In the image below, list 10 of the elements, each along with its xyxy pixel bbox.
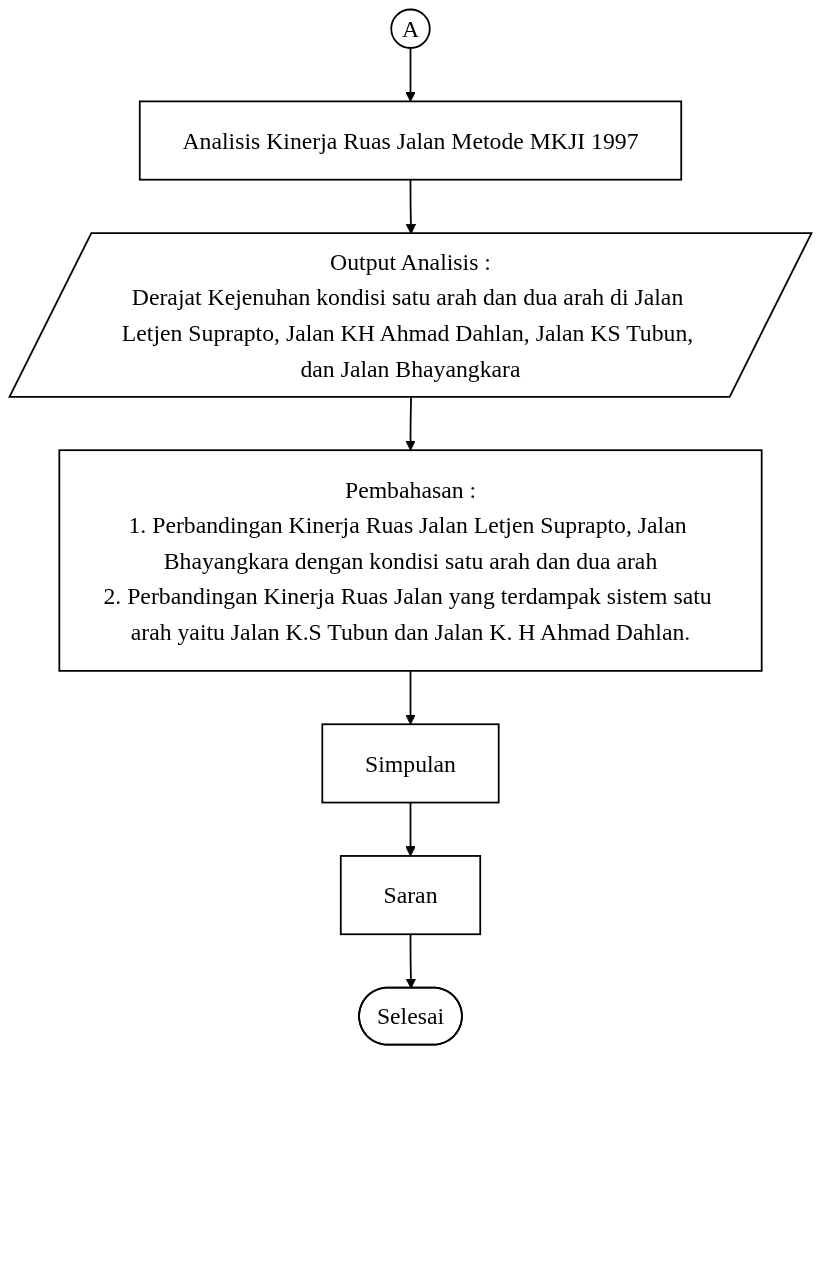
arrow (405, 801, 416, 857)
arrow (405, 933, 417, 989)
arrow (405, 669, 416, 725)
node-box: Saran (339, 855, 482, 936)
node-box: Analisis Kinerja Ruas Jalan Metode MKJI 1997 (138, 100, 683, 181)
node-box: Pembahasan : 1. Perbandingan Kinerja Ruas Jalan Letjen Suprapto, Jalan Bhayangkara dengan kondisi satu arah dan dua arah 2. Perbandingan Kinerja Ruas Jalan yang terdampak sistem satu arah yaitu Jalan K.S Tubun dan Jalan K. H Ahmad Dahlan. (58, 449, 763, 672)
node-box: Simpulan (321, 723, 500, 804)
node-circle: A (390, 8, 431, 49)
arrow (405, 47, 416, 102)
arrow (405, 396, 416, 451)
